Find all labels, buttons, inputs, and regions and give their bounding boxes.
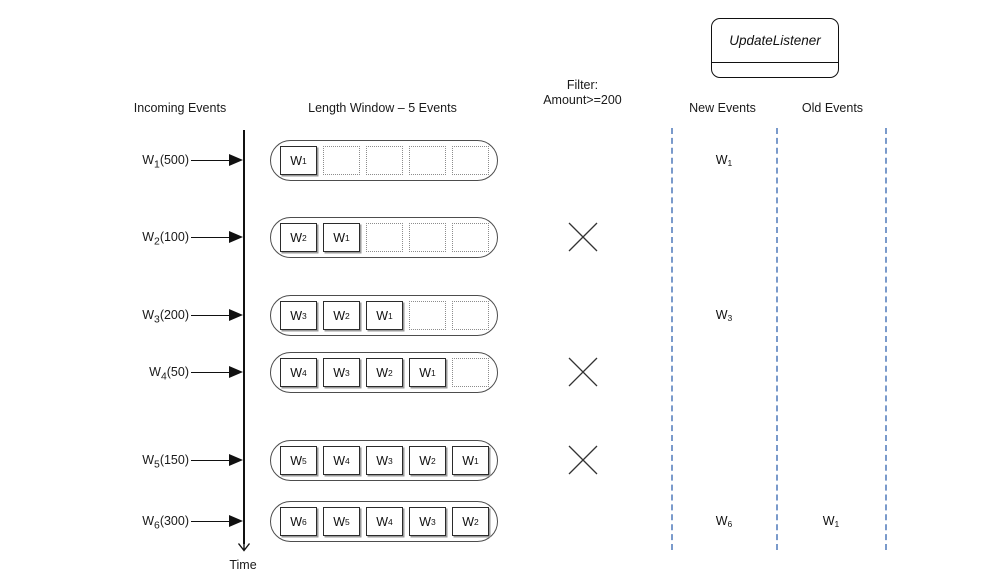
window-slot-empty: [452, 146, 489, 175]
time-axis-label: Time: [229, 558, 257, 572]
incoming-arrow-icon: [191, 515, 245, 527]
incoming-event-5: W5(150): [120, 450, 245, 471]
incoming-event-4: W4(50): [120, 362, 245, 383]
window-slot-empty: [452, 301, 489, 330]
old-event-label: W1: [822, 514, 840, 529]
incoming-event-3: W3(200): [120, 305, 245, 326]
lane-divider-new-events-left: [671, 128, 673, 550]
time-axis-line: [243, 130, 245, 544]
incoming-arrow-icon: [191, 309, 245, 321]
incoming-event-label: W5(150): [142, 453, 189, 471]
lane-divider-new-old-events: [776, 128, 778, 550]
incoming-arrow-icon: [191, 366, 245, 378]
new-event-label: W6: [715, 514, 733, 529]
window-slot-empty: [409, 301, 446, 330]
column-header-filter: Filter: Amount>=200: [543, 78, 622, 107]
incoming-event-label: W4(50): [149, 365, 189, 383]
incoming-arrow-icon: [191, 454, 245, 466]
incoming-event-label: W3(200): [142, 308, 189, 326]
update-listener-box: UpdateListener: [711, 18, 839, 78]
window-slot-empty: [452, 223, 489, 252]
incoming-event-2: W2(100): [120, 227, 245, 248]
column-header-incoming-events: Incoming Events: [133, 101, 227, 115]
column-header-new-events: New Events: [689, 101, 756, 115]
incoming-event-1: W1(500): [120, 150, 245, 171]
window-slot-empty: [323, 146, 360, 175]
window-slot-empty: [409, 223, 446, 252]
new-event-label: W1: [715, 153, 733, 168]
incoming-event-label: W1(500): [142, 153, 189, 171]
time-axis-arrow-icon: [237, 538, 251, 552]
filter-reject-x-icon: [567, 356, 599, 388]
incoming-event-label: W2(100): [142, 230, 189, 248]
window-slot-empty: [366, 146, 403, 175]
incoming-event-label: W6(300): [142, 514, 189, 532]
column-header-old-events: Old Events: [801, 101, 864, 115]
window-slot-empty: [366, 223, 403, 252]
filter-reject-x-icon: [567, 221, 599, 253]
incoming-arrow-icon: [191, 231, 245, 243]
update-listener-divider: [712, 62, 838, 63]
filter-reject-x-icon: [567, 444, 599, 476]
column-header-length-window: Length Window – 5 Events: [308, 101, 457, 115]
window-slot-empty: [452, 358, 489, 387]
incoming-event-6: W6(300): [120, 511, 245, 532]
window-slot-empty: [409, 146, 446, 175]
incoming-arrow-icon: [191, 154, 245, 166]
lane-divider-old-events-right: [885, 128, 887, 550]
new-event-label: W3: [715, 308, 733, 323]
update-listener-title: UpdateListener: [729, 33, 821, 48]
